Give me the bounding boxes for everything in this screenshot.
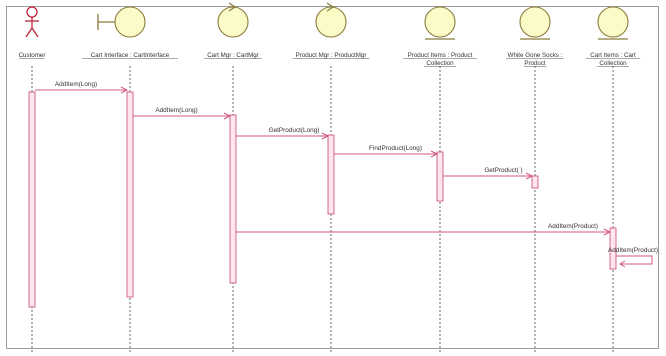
entity-circle-icon (597, 6, 629, 38)
boundary-circle-icon (114, 6, 146, 38)
control-arrow-icon (228, 2, 237, 12)
message-arrowhead (321, 132, 330, 140)
participant-label-white_gone: Product (524, 60, 546, 67)
actor-leg-icon (25, 27, 33, 38)
message-label: AddItem(Product) (548, 223, 598, 230)
message-arrowhead (223, 112, 232, 120)
activation-bar-customer (28, 91, 36, 308)
participant-label-white_gone: White Gone Socks : (508, 52, 563, 59)
control-circle-icon (315, 6, 347, 38)
participant-label-product_items: Product Items : Product (408, 52, 473, 59)
message-label: AddItem(Long) (155, 107, 197, 114)
control-circle-icon (217, 6, 249, 38)
message-label: AddItem(Product) (608, 247, 658, 254)
message-label: GetProduct( ) (484, 167, 522, 174)
participant-label-product_mgr: Product Mgr : ProductMgr (296, 52, 367, 59)
activation-bar-product_items (436, 151, 444, 202)
message-label: AddItem(Long) (55, 81, 97, 88)
activation-bar-cart_interface (126, 91, 134, 298)
message-arrowhead (120, 86, 129, 94)
actor-leg-icon (31, 27, 39, 38)
participant-label-product_items: Collection (426, 60, 454, 67)
message-label: GetProduct(Long) (269, 127, 320, 134)
activation-bar-cart_items (609, 227, 617, 270)
activation-bar-product_mgr (327, 134, 335, 215)
participant-label-customer: Customer (19, 52, 46, 59)
message-arrowhead (525, 172, 534, 180)
entity-circle-icon (424, 6, 456, 38)
entity-circle-icon (519, 6, 551, 38)
participant-label-cart_mgr: Cart Mgr : CartMgr (207, 52, 259, 59)
participant-label-cart_interface: Cart Interface : CartInterface (91, 52, 170, 59)
self-message-line (616, 255, 653, 265)
control-arrow-icon (326, 2, 335, 12)
actor-head-icon (26, 6, 38, 18)
activation-bar-white_gone (531, 175, 539, 189)
message-label: FindProduct(Long) (369, 145, 422, 152)
message-arrowhead (430, 150, 439, 158)
activation-bar-cart_mgr (229, 114, 237, 284)
participant-label-cart_items: Cart Items : Cart (590, 52, 636, 59)
message-arrowhead (603, 228, 612, 236)
participant-label-cart_items: Collection (599, 60, 627, 67)
message-arrowhead (619, 260, 626, 268)
